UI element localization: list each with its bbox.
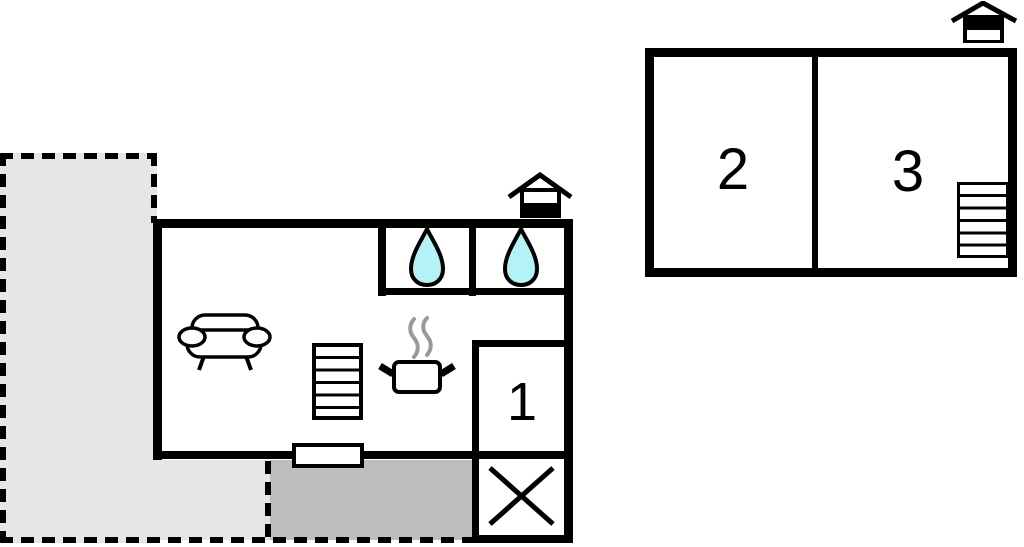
terrace-dash-top — [0, 153, 157, 159]
uf-wall-left — [645, 48, 654, 277]
steam-icon — [421, 316, 433, 357]
uf-wall-right — [1008, 48, 1017, 277]
gf-wall-sink-left — [378, 219, 386, 296]
water-drop-shape — [503, 227, 539, 287]
gf-wall-top — [153, 219, 573, 228]
terrace-light-area — [0, 153, 157, 543]
terrace-dash-right-upper — [151, 153, 157, 223]
uf-wall-top — [645, 48, 1017, 57]
room-label-2: 2 — [716, 137, 750, 202]
room-label-3: 3 — [891, 139, 925, 204]
gf-wall-left — [153, 219, 162, 460]
terrace-dash-divider — [265, 461, 271, 539]
ground-floor-level-icon — [507, 171, 573, 218]
gf-wall-sink-bottom — [378, 288, 573, 295]
gf-wall-right — [564, 219, 573, 543]
cooking-pot-icon — [378, 316, 456, 394]
steam-icon — [408, 317, 420, 359]
terrace-dash-left — [0, 153, 6, 543]
window-icon — [292, 443, 364, 468]
upper-floor-level-icon — [950, 1, 1018, 43]
sofa-icon — [177, 313, 272, 371]
gf-wall-room1-top — [472, 340, 573, 347]
gf-wall-sink-divider — [469, 219, 476, 296]
water-drop-icon — [503, 227, 539, 287]
water-drop-shape — [409, 227, 445, 287]
entrance-cross-icon — [488, 466, 555, 526]
terrace-dark-area — [270, 460, 472, 540]
room-label-1: 1 — [506, 372, 538, 432]
stairs-icon — [957, 182, 1009, 258]
gf-wall-xbox-left — [472, 451, 479, 543]
uf-wall-bottom — [645, 268, 1017, 277]
terrace-light-area-lower — [157, 460, 270, 540]
gf-wall-xbox-bottom — [472, 535, 573, 543]
water-drop-icon — [409, 227, 445, 287]
gf-wall-room1-left — [472, 340, 479, 459]
terrace-dash-bottom — [0, 537, 472, 543]
stairs-icon — [312, 343, 363, 420]
uf-wall-divider — [812, 48, 818, 277]
